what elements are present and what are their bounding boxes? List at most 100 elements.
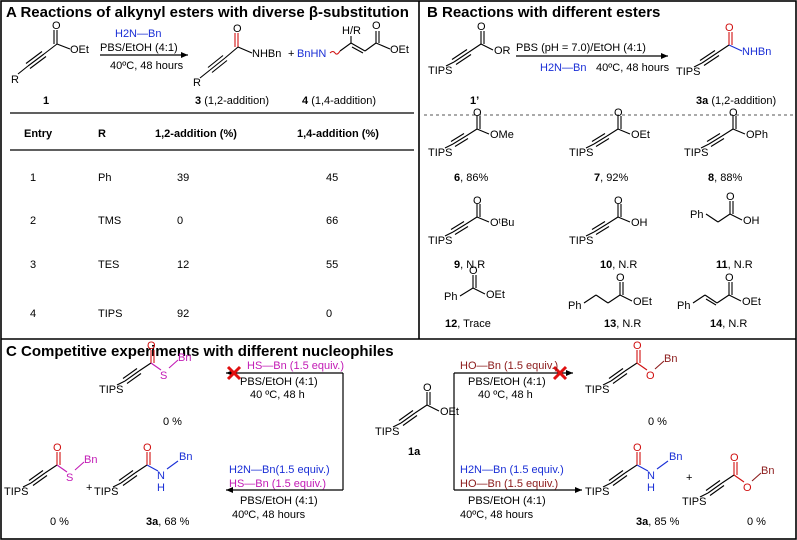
svg-text:OᵗBu: OᵗBu: [490, 217, 514, 229]
svg-text:OEt: OEt: [390, 44, 409, 56]
ester-13-label: 13, N.R: [604, 318, 641, 330]
compound-1: R O OEt: [11, 20, 89, 86]
table-row: 1 Ph 39 45: [30, 172, 338, 184]
thioester-product-top: TIPS O S Bn: [99, 340, 191, 396]
svg-text:0: 0: [326, 308, 332, 320]
cross-mark-thiol: [226, 365, 242, 381]
ester-8: TIPS O OPh: [684, 107, 768, 159]
conditions-c1: PBS/EtOH (4:1): [240, 376, 318, 388]
svg-text:TIPS: TIPS: [569, 235, 593, 247]
svg-text:TIPS: TIPS: [428, 235, 452, 247]
svg-text:O: O: [477, 21, 486, 33]
svg-text:Ph: Ph: [444, 291, 457, 303]
svg-text:Bn: Bn: [179, 451, 192, 463]
compound-1-label: 1: [43, 95, 49, 107]
compound-1a-label: 1a: [408, 446, 421, 458]
svg-text:O: O: [473, 107, 482, 119]
svg-text:O: O: [633, 442, 642, 454]
svg-text:OEt: OEt: [742, 296, 761, 308]
compound-3-label: 3 (1,2-addition): [195, 95, 269, 107]
table-row: 3 TES 12 55: [30, 259, 338, 271]
svg-text:O: O: [473, 195, 482, 207]
svg-text:92: 92: [177, 308, 189, 320]
conditions-a: PBS/EtOH (4:1): [100, 42, 178, 54]
yield-ester-top: 0 %: [648, 416, 667, 428]
svg-text:N: N: [647, 470, 655, 482]
panel-b: B Reactions with different esters TIPS O…: [424, 4, 794, 330]
svg-text:TIPS: TIPS: [684, 147, 708, 159]
compound-1-prime: TIPS O OR: [428, 21, 511, 77]
header-14-addition: 1,4-addition (%): [297, 128, 379, 140]
header-12-addition: 1,2-addition (%): [155, 128, 237, 140]
svg-text:45: 45: [326, 172, 338, 184]
ester-12-label: 12, Trace: [445, 318, 491, 330]
svg-text:TES: TES: [98, 259, 119, 271]
panel-b-title: B Reactions with different esters: [427, 4, 660, 21]
panel-a-title: A Reactions of alkynyl esters with diver…: [6, 4, 409, 21]
ester-6-label: 6, 86%: [454, 172, 488, 184]
table-row: 2 TMS 0 66: [30, 215, 338, 227]
svg-text:TIPS: TIPS: [94, 486, 118, 498]
svg-text:H: H: [157, 482, 165, 494]
svg-text:TIPS: TIPS: [375, 426, 399, 438]
benzyl-ester-product-bottom: TIPS O O Bn: [682, 452, 774, 508]
amide-product-right: TIPS O N H Bn: [585, 442, 682, 498]
compound-3a-label: 3a (1,2-addition): [696, 95, 776, 107]
panel-c-title: C Competitive experiments with different…: [6, 343, 394, 360]
svg-text:2: 2: [30, 215, 36, 227]
compound-1a: TIPS O OEt: [375, 382, 459, 438]
svg-text:TIPS: TIPS: [99, 384, 123, 396]
conditions-b: PBS (pH = 7.0)/EtOH (4:1): [516, 42, 646, 54]
svg-text:S: S: [66, 472, 73, 484]
header-r: R: [98, 128, 106, 140]
svg-text:O: O: [143, 442, 152, 454]
temperature-a: 40ºC, 48 hours: [110, 60, 184, 72]
svg-text:0: 0: [177, 215, 183, 227]
ester-9-label: 9, N.R: [454, 259, 485, 271]
temperature-c2: 40ºC, 48 hours: [232, 509, 306, 521]
ester-8-label: 8, 88%: [708, 172, 742, 184]
svg-text:12: 12: [177, 259, 189, 271]
yield-ester-bottom: 0 %: [747, 516, 766, 528]
svg-text:TIPS: TIPS: [428, 147, 452, 159]
svg-text:Bn: Bn: [664, 353, 677, 365]
svg-text:Ph: Ph: [677, 300, 690, 312]
yield-thioester-top: 0 %: [163, 416, 182, 428]
temperature-c4: 40ºC, 48 hours: [460, 509, 534, 521]
svg-text:O: O: [233, 23, 242, 35]
ester-9: TIPS O OᵗBu: [428, 195, 514, 247]
svg-text:TIPS: TIPS: [585, 486, 609, 498]
ester-14-label: 14, N.R: [710, 318, 747, 330]
compound-3a: TIPS O NHBn: [676, 22, 771, 78]
conditions-c3: PBS/EtOH (4:1): [468, 376, 546, 388]
benzyl-ester-product-top: TIPS O O Bn: [585, 340, 677, 396]
svg-text:NHBn: NHBn: [742, 46, 771, 58]
ester-6: TIPS O OMe: [428, 107, 514, 159]
svg-text:O: O: [646, 370, 655, 382]
svg-text:+: +: [686, 472, 692, 484]
svg-text:R: R: [11, 74, 19, 86]
acid-10: TIPS O OH: [569, 195, 648, 247]
conditions-c2: PBS/EtOH (4:1): [240, 495, 318, 507]
svg-text:OH: OH: [743, 215, 760, 227]
svg-text:Bn: Bn: [761, 465, 774, 477]
svg-text:Ph: Ph: [98, 172, 111, 184]
svg-text:Ph: Ph: [690, 209, 703, 221]
acid-11: Ph O OH: [690, 191, 760, 227]
thiol-reagent: HS—Bn (1.5 equiv.): [247, 360, 344, 372]
svg-text:O: O: [52, 20, 61, 32]
compound-4: BnHN H/R O OEt: [297, 20, 409, 60]
acid-10-label: 10, N.R: [600, 259, 637, 271]
svg-text:O: O: [725, 22, 734, 34]
svg-text:O: O: [743, 482, 752, 494]
svg-text:OEt: OEt: [633, 296, 652, 308]
svg-text:H/R: H/R: [342, 25, 361, 37]
temperature-b: 40ºC, 48 hours: [596, 62, 670, 74]
svg-text:OEt: OEt: [440, 406, 459, 418]
svg-text:NHBn: NHBn: [252, 48, 281, 60]
svg-text:OR: OR: [494, 45, 511, 57]
alcohol-reagent: HO—Bn (1.5 equiv.): [460, 360, 558, 372]
ester-12: Ph O OEt: [444, 265, 505, 303]
